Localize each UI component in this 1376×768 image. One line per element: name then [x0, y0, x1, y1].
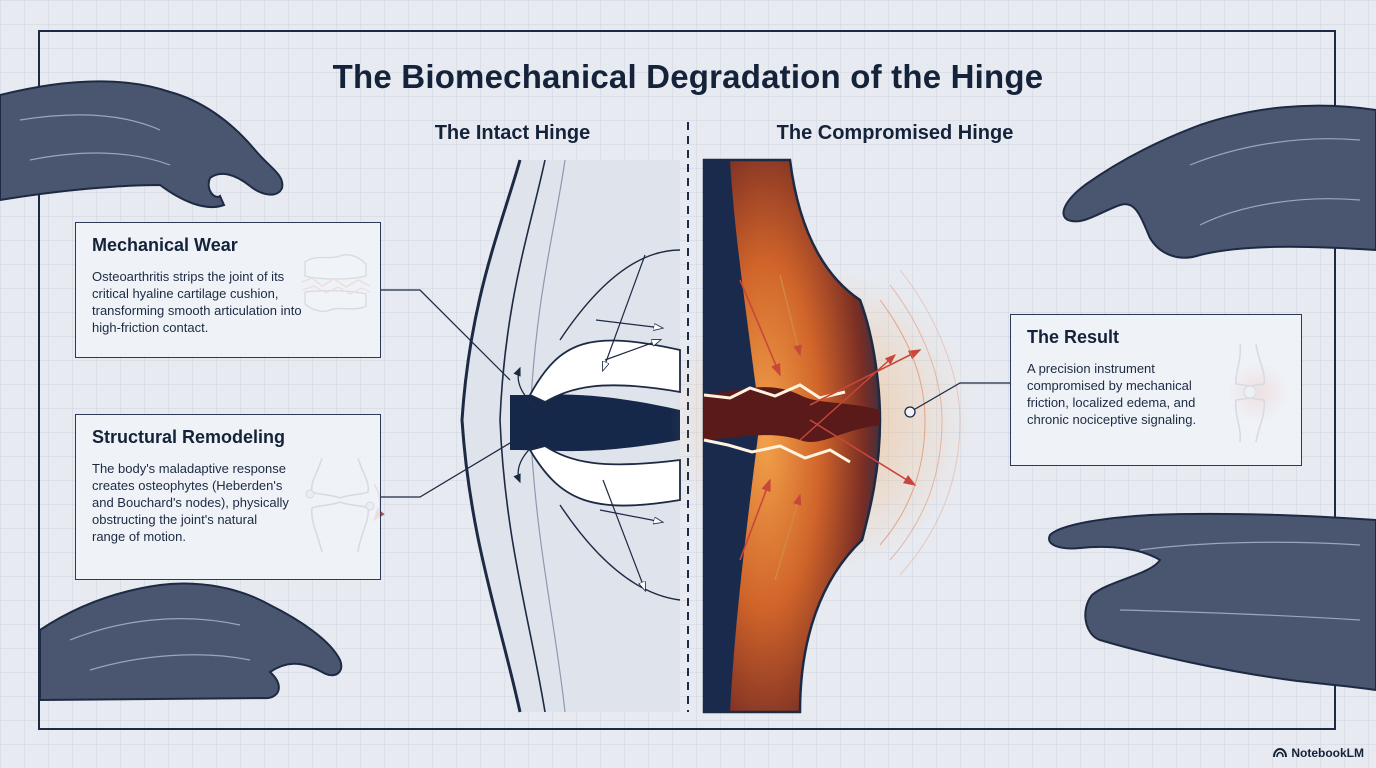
mechanical-wear-heading: Mechanical Wear	[92, 235, 238, 255]
page-title: The Biomechanical Degradation of the Hin…	[332, 58, 1044, 95]
leader-line-result	[909, 382, 1010, 413]
notebooklm-logo-icon	[1273, 748, 1288, 758]
structural-remodeling-body: The body's maladaptive response creates …	[92, 461, 289, 544]
mechanical-wear-card: Mechanical Wear Osteoarthritis strips th…	[75, 222, 381, 358]
structural-remodeling-heading: Structural Remodeling	[92, 427, 286, 447]
hand-illustration-bottom-right	[1048, 512, 1376, 692]
result-body: A precision instrument compromised by me…	[1027, 361, 1197, 427]
mechanical-wear-body: Osteoarthritis strips the joint of its c…	[92, 269, 302, 335]
compromised-hinge-label: The Compromised Hinge	[776, 122, 1014, 144]
leader-dot-result	[904, 406, 916, 418]
compromised-hinge-illustration	[670, 158, 970, 714]
outer-frame	[38, 30, 1336, 730]
hand-illustration-bottom-left	[39, 582, 343, 702]
hand-illustration-top-right	[1062, 104, 1376, 259]
hand-illustration-top-left	[0, 80, 284, 209]
brand-label: NotebookLM	[1291, 746, 1364, 760]
leader-line-remodel	[381, 439, 516, 498]
brand-watermark: NotebookLM	[1273, 746, 1364, 760]
result-card: The Result A precision instrument compro…	[1010, 314, 1302, 466]
result-heading: The Result	[1027, 327, 1120, 347]
leader-line-wear	[381, 289, 511, 381]
structural-remodeling-card: Structural Remodeling The body's maladap…	[75, 414, 381, 580]
intact-hinge-illustration	[460, 159, 681, 713]
intact-hinge-label: The Intact Hinge	[434, 122, 591, 144]
